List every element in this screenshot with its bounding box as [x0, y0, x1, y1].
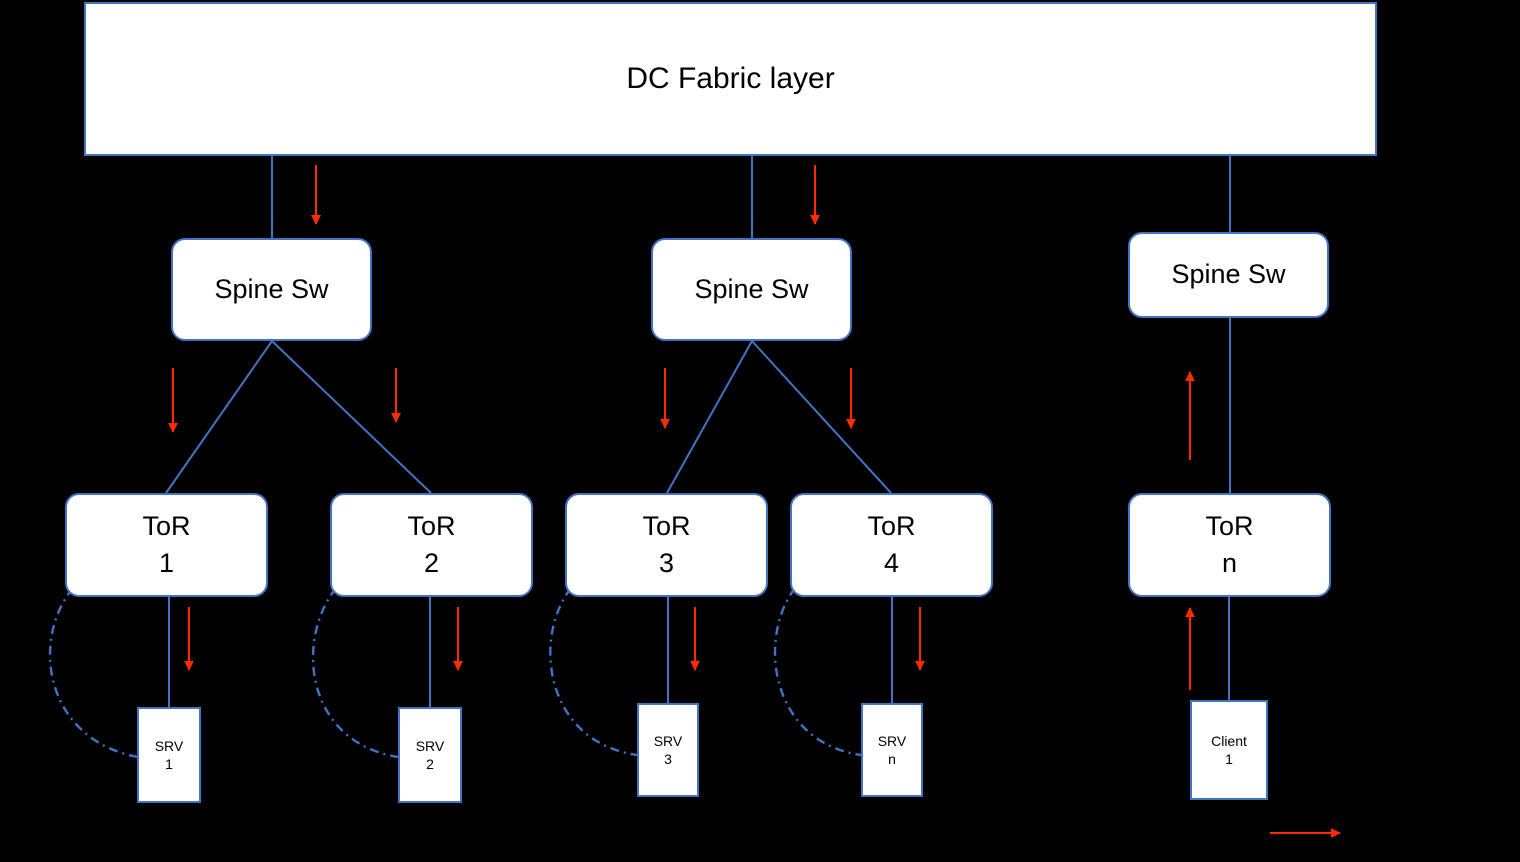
- srv-1-label: SRV: [154, 737, 184, 754]
- srv-1[interactable]: SRV 1: [137, 707, 201, 803]
- tor-3-sublabel: 3: [658, 548, 675, 578]
- tor-3-label: ToR: [642, 510, 691, 541]
- srv-2[interactable]: SRV 2: [398, 707, 462, 803]
- tor-4-sublabel: 4: [883, 548, 900, 578]
- srv-3[interactable]: SRV 3: [637, 703, 699, 797]
- tor-3[interactable]: ToR 3: [565, 493, 768, 597]
- tor-2-sublabel: 2: [423, 548, 440, 578]
- tor-4[interactable]: ToR 4: [790, 493, 993, 597]
- srv-3-sublabel: 3: [664, 751, 672, 767]
- client-1-sublabel: 1: [1225, 751, 1233, 767]
- spine-3[interactable]: Spine Sw: [1128, 232, 1329, 318]
- spine-2-label: Spine Sw: [694, 273, 809, 304]
- dc-fabric-layer-label: DC Fabric layer: [626, 61, 835, 95]
- srv-n-label: SRV: [877, 732, 907, 749]
- tor-2-label: ToR: [407, 510, 456, 541]
- spine-1-to-tor-2: [271, 340, 432, 494]
- spine-2[interactable]: Spine Sw: [651, 238, 852, 341]
- tor-n-sublabel: n: [1221, 548, 1238, 578]
- spine-3-label: Spine Sw: [1171, 259, 1286, 290]
- client-1[interactable]: Client 1: [1190, 700, 1268, 800]
- spine-2-to-tor-4: [751, 340, 892, 494]
- spine-1-label: Spine Sw: [214, 273, 329, 304]
- client-1-label: Client: [1211, 732, 1247, 749]
- loopback-tor-1-srv-1: [48, 587, 139, 759]
- srv-n-sublabel: n: [888, 751, 896, 767]
- spine-1[interactable]: Spine Sw: [171, 238, 372, 341]
- srv-1-sublabel: 1: [165, 756, 173, 772]
- loopback-tor-3-srv-3: [549, 587, 638, 757]
- srv-3-label: SRV: [653, 732, 683, 749]
- tor-1[interactable]: ToR 1: [65, 493, 268, 597]
- srv-2-label: SRV: [415, 737, 445, 754]
- dc-fabric-layer-box[interactable]: DC Fabric layer: [84, 2, 1377, 156]
- spine-1-to-tor-1: [165, 340, 273, 494]
- srv-n[interactable]: SRV n: [861, 703, 923, 797]
- tor-1-label: ToR: [142, 510, 191, 541]
- tor-4-label: ToR: [867, 510, 916, 541]
- tor-1-sublabel: 1: [158, 548, 175, 578]
- loopback-tor-2-srv-2: [311, 587, 399, 759]
- spine-2-to-tor-3: [666, 340, 753, 494]
- loopback-tor-4-srv-n: [773, 587, 862, 757]
- tor-n[interactable]: ToR n: [1128, 493, 1331, 597]
- tor-n-label: ToR: [1205, 510, 1254, 541]
- tor-2[interactable]: ToR 2: [330, 493, 533, 597]
- srv-2-sublabel: 2: [426, 756, 434, 772]
